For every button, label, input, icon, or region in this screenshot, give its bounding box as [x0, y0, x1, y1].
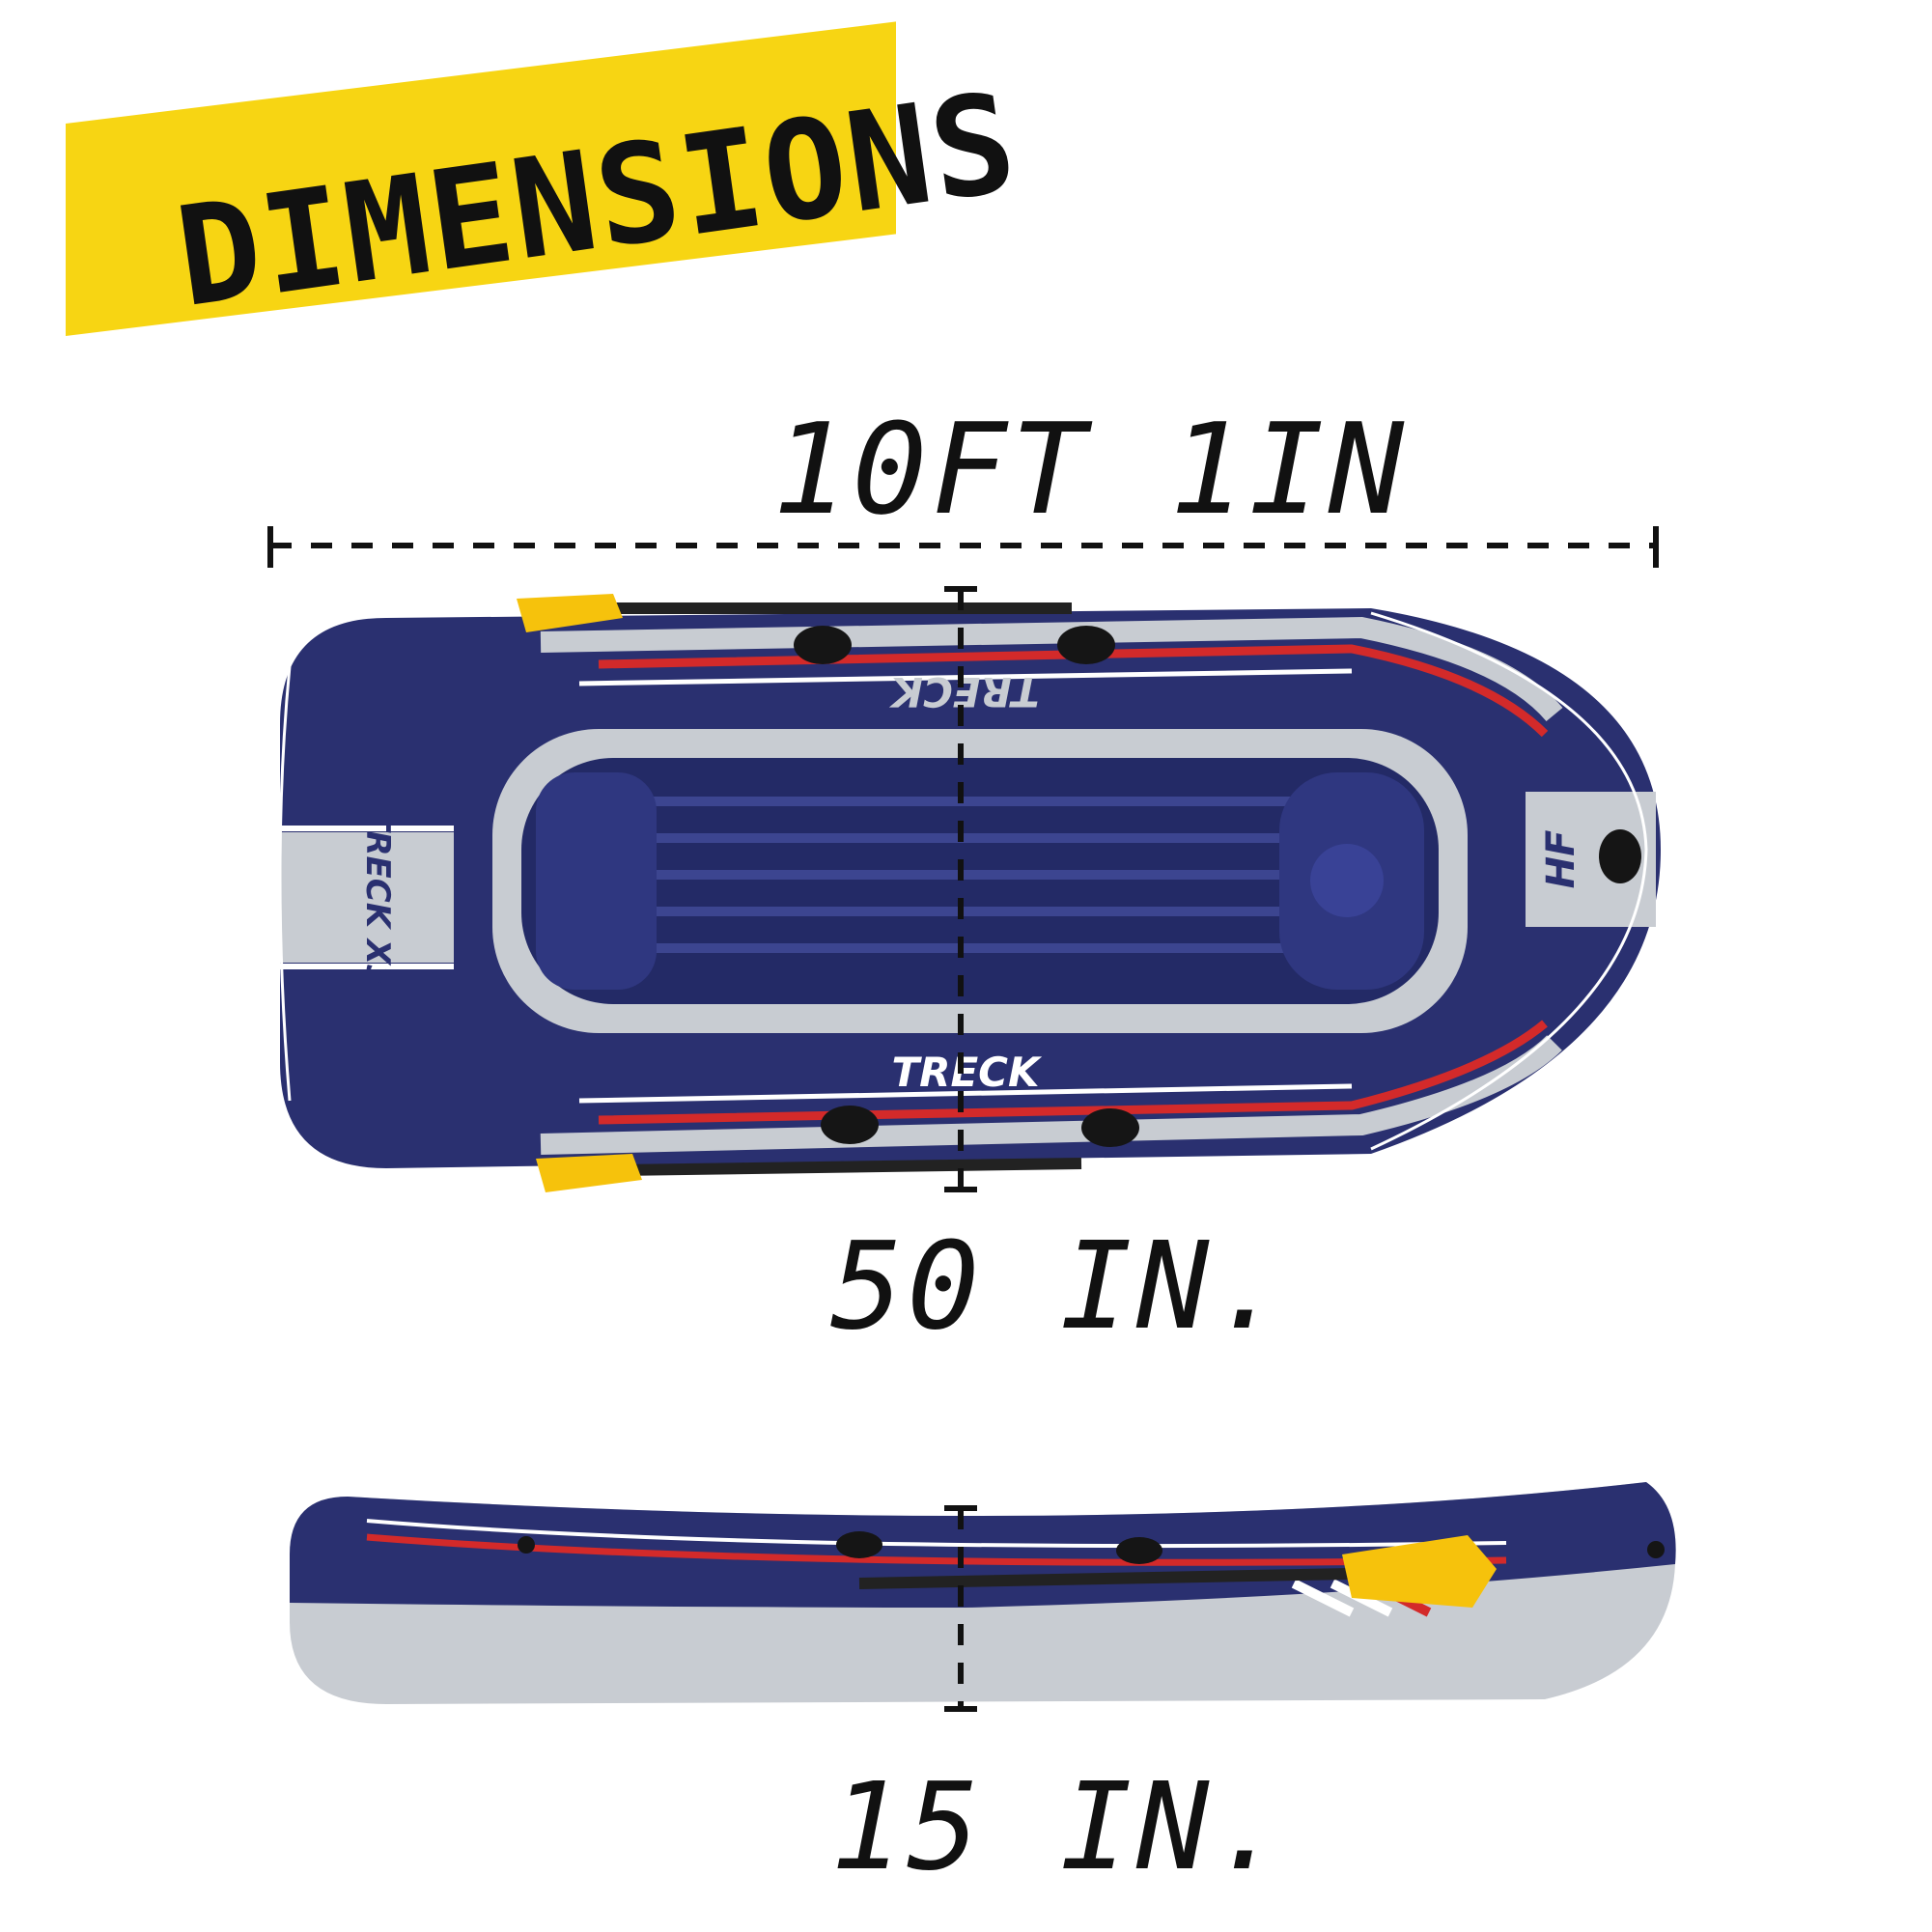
oar-side [1342, 1535, 1497, 1608]
width-label: 50 IN. [830, 1217, 1290, 1357]
oar-top [517, 594, 1072, 632]
length-label: 10FT 1IN [772, 396, 1409, 543]
boat-side-view [290, 1482, 1676, 1704]
oar-bottom [536, 1154, 1082, 1192]
length-dimension-line [267, 526, 1659, 568]
height-label: 15 IN. [830, 1757, 1290, 1897]
boat-brand-top: TRECK [888, 668, 1040, 715]
boat-model: TRECK X3 [358, 808, 397, 988]
boat-logo: HF [1539, 830, 1583, 889]
boat-brand-bottom: TRECK [891, 1049, 1043, 1096]
width-dimension-line [944, 586, 977, 1192]
height-dimension-line [944, 1505, 977, 1712]
boat-top-view: TRECK TRECK TRECK X3 HF [278, 594, 1661, 1192]
